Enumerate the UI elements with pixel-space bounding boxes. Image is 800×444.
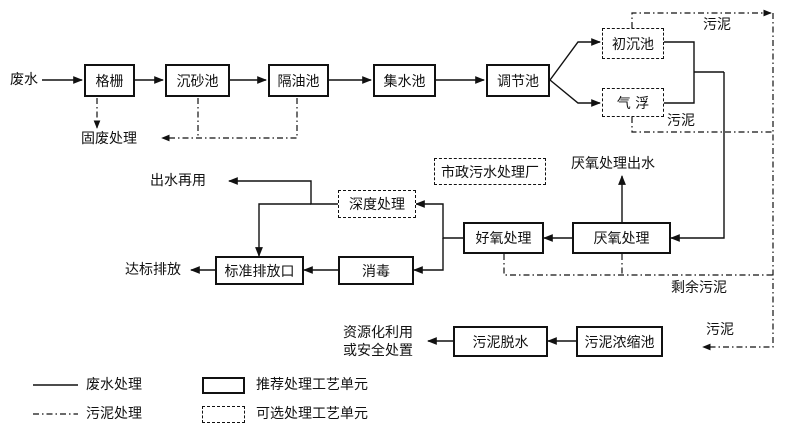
label-solid-waste: 固废处理	[81, 131, 137, 147]
node-aerobic: 好氧处理	[463, 222, 544, 254]
flow-aerobic-disinfection	[413, 238, 444, 274]
label-wastewater-in: 废水	[10, 72, 38, 88]
flow-to-anaerobic	[670, 72, 725, 242]
node-disinfection: 消毒	[338, 256, 414, 285]
sludge-aerobic-excess	[503, 254, 773, 276]
node-standard-outlet: 标准排放口	[215, 256, 304, 285]
node-anaerobic: 厌氧处理	[572, 222, 671, 254]
node-grit-chamber: 沉砂池	[165, 64, 230, 97]
legend-sludge-label: 污泥处理	[86, 406, 142, 422]
flow-advanced-reuse	[228, 177, 338, 205]
legend-solid-box-sample	[202, 377, 245, 394]
sludge-oil-solid	[161, 98, 298, 142]
node-air-flotation: 气 浮	[602, 88, 664, 117]
node-advanced: 深度处理	[338, 190, 416, 218]
node-primary-settling: 初沉池	[602, 28, 664, 59]
label-water-reuse: 出水再用	[150, 173, 206, 189]
flow-to-flotation	[549, 79, 601, 107]
flow-advanced-outlet	[255, 203, 311, 257]
node-regulating-tank: 调节池	[486, 64, 550, 97]
node-sludge-dewatering: 污泥脱水	[453, 326, 548, 357]
legend-dashed-box-sample	[202, 406, 245, 423]
flow-aerobic-advanced	[415, 200, 463, 239]
label-anaerobic-effluent: 厌氧处理出水	[571, 156, 655, 172]
label-sludge-mid: 污泥	[667, 113, 695, 129]
label-sludge-top: 污泥	[703, 17, 731, 33]
sludge-flotation-mid	[631, 117, 773, 133]
node-sludge-thickening: 污泥浓缩池	[576, 326, 663, 357]
label-resource-line2: 或安全处置	[343, 343, 413, 359]
label-discharge: 达标排放	[125, 262, 181, 278]
label-resource-line1: 资源化利用	[343, 325, 413, 341]
sludge-primary-top	[631, 9, 772, 28]
flow-merge	[664, 41, 695, 104]
label-excess-sludge: 剩余污泥	[671, 280, 727, 296]
node-municipal-plant: 市政污水处理厂	[434, 158, 546, 185]
label-sludge-right: 污泥	[706, 322, 734, 338]
legend-optional-label: 可选处理工艺单元	[256, 406, 368, 422]
node-screen: 格栅	[84, 64, 135, 97]
node-collection-tank: 集水池	[373, 64, 436, 97]
legend-recommended-label: 推荐处理工艺单元	[256, 377, 368, 393]
node-oil-separator: 隔油池	[268, 64, 329, 97]
flow-to-primary	[549, 38, 601, 81]
sludge-collector-right	[702, 13, 774, 351]
legend-wastewater-label: 废水处理	[86, 377, 142, 393]
